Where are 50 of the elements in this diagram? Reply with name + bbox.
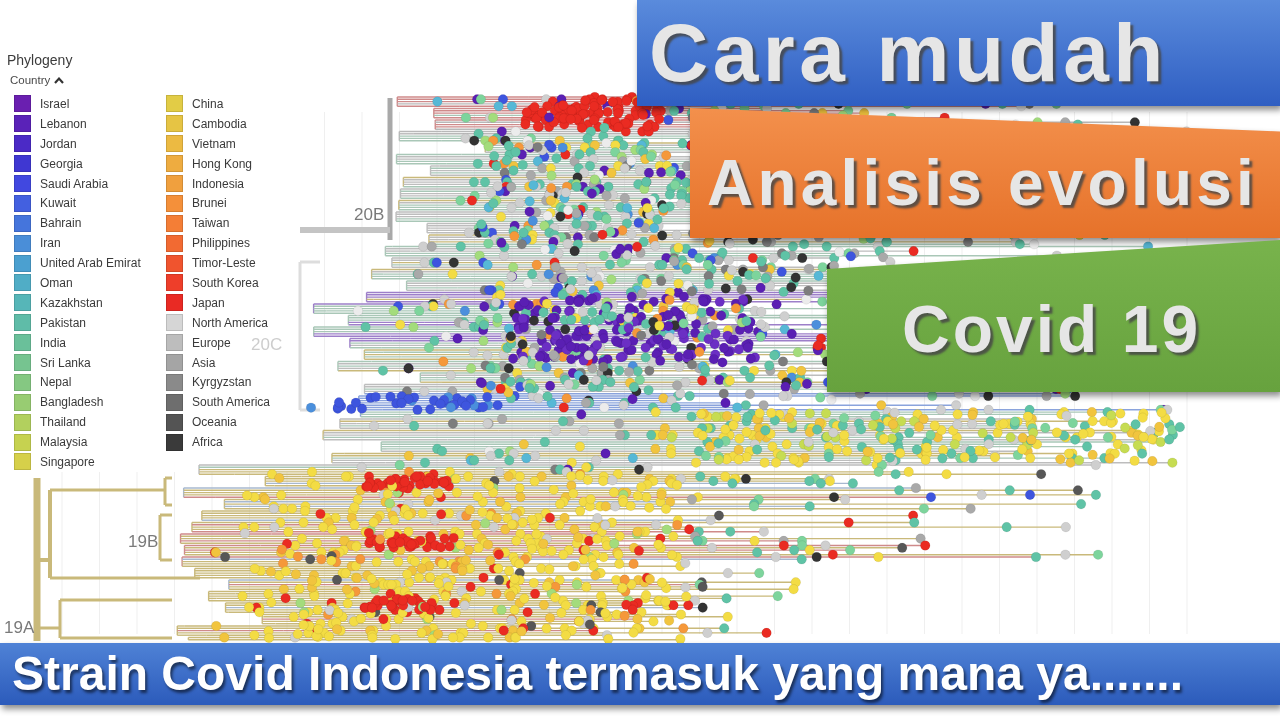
legend-label: Indonesia bbox=[192, 176, 245, 191]
title-banner bbox=[827, 240, 1280, 392]
legend-label: Israel bbox=[40, 96, 70, 111]
legend-label: Timor-Leste bbox=[192, 256, 256, 271]
legend-label: United Arab Emirat bbox=[40, 256, 141, 271]
legend-label: Hong Kong bbox=[192, 156, 253, 171]
clade-label: 19A bbox=[4, 619, 35, 638]
legend-label: Kyrgyzstan bbox=[192, 375, 252, 390]
legend-label: Oman bbox=[40, 275, 73, 290]
legend-label: Jordan bbox=[40, 136, 77, 151]
legend-label: Taiwan bbox=[192, 216, 230, 231]
legend-label: Oceania bbox=[192, 415, 237, 430]
legend-label: China bbox=[192, 96, 224, 111]
legend-label: South America bbox=[192, 395, 271, 410]
legend-label: Nepal bbox=[40, 375, 72, 390]
legend-label: Kuwait bbox=[40, 196, 77, 211]
title-banner bbox=[690, 108, 1280, 238]
legend-label: Malaysia bbox=[40, 435, 88, 450]
legend-label: Vietnam bbox=[192, 136, 236, 151]
clade-label: 19B bbox=[128, 533, 159, 552]
legend-label: Europe bbox=[192, 335, 231, 350]
legend-label: Sri Lanka bbox=[40, 355, 91, 370]
banner-text: Cara mudah bbox=[649, 9, 1168, 97]
legend-label: Asia bbox=[192, 355, 216, 370]
legend-label: Brunei bbox=[192, 196, 227, 211]
legend-label: Thailand bbox=[40, 415, 87, 430]
legend-label: Bahrain bbox=[40, 216, 82, 231]
legend-label: India bbox=[40, 335, 67, 350]
banner-text: Strain Covid Indonesia termasuk yang mana ya....... bbox=[12, 648, 1184, 700]
title-banner bbox=[0, 643, 1280, 705]
legend-label: Saudi Arabia bbox=[40, 176, 109, 191]
legend-label: Cambodia bbox=[192, 116, 247, 131]
clade-label: 20B bbox=[354, 206, 385, 225]
banner-text: Analisis evolusi bbox=[707, 150, 1258, 218]
banner-text: Covid 19 bbox=[902, 295, 1202, 365]
legend-label: Lebanon bbox=[40, 116, 87, 131]
legend-label: Japan bbox=[192, 295, 225, 310]
legend-label: Georgia bbox=[40, 156, 83, 171]
legend-label: Africa bbox=[192, 435, 223, 450]
legend-label: Bangladesh bbox=[40, 395, 104, 410]
legend-label: South Korea bbox=[192, 275, 259, 290]
legend-label: Singapore bbox=[40, 454, 95, 469]
title-banner bbox=[637, 0, 1280, 106]
legend-label: Kazakhstan bbox=[40, 295, 103, 310]
legend-label: North America bbox=[192, 315, 269, 330]
legend-title: Phylogeny bbox=[7, 52, 73, 68]
legend-label: Iran bbox=[40, 236, 61, 251]
legend-label: Philippines bbox=[192, 236, 251, 251]
legend-label: Pakistan bbox=[40, 315, 87, 330]
legend-subtitle: Country bbox=[10, 74, 51, 86]
